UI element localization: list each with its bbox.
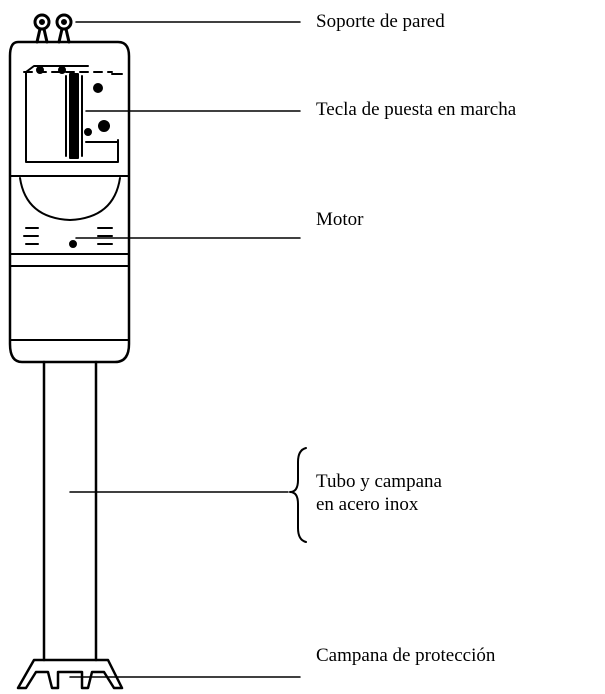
protection-bell (16, 658, 124, 690)
motor-housing (8, 40, 131, 364)
label-motor: Motor (316, 209, 364, 230)
label-wall-bracket: Soporte de pared (316, 11, 445, 32)
curly-brace (289, 447, 307, 543)
shaft-tube (42, 360, 98, 662)
label-tube-line-2: en acero inox (316, 494, 419, 515)
start-switch (23, 65, 123, 163)
label-tube-line-1: Tubo y campana (316, 471, 442, 492)
label-guard: Campana de protección (316, 645, 496, 666)
wall-bracket-hooks (33, 13, 73, 44)
label-start-key: Tecla de puesta en marcha (316, 99, 517, 120)
